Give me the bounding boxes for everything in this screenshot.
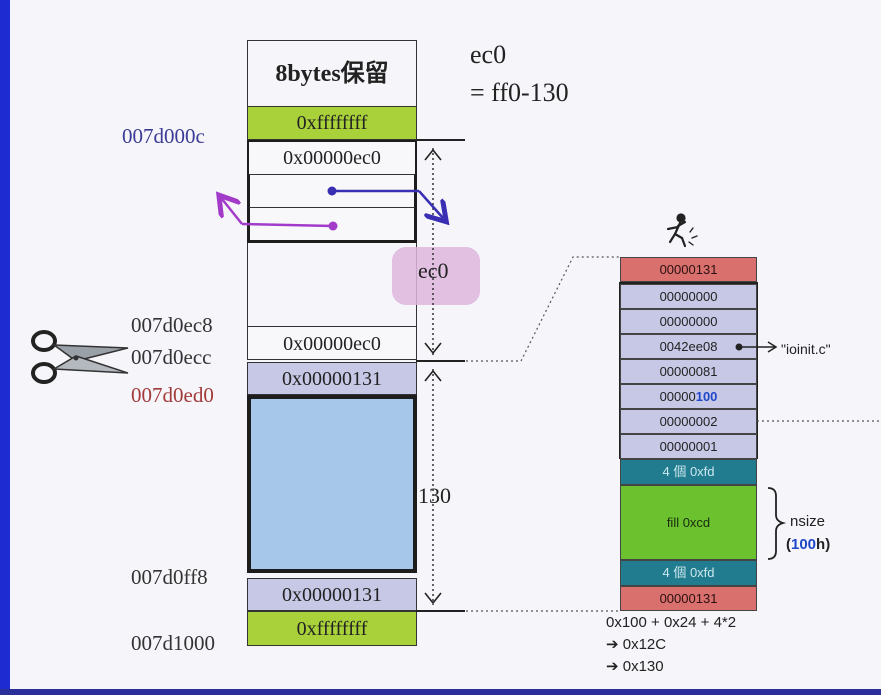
span-130-head-down [424,592,442,605]
nsize-value: (100h) [786,536,830,553]
right-cell-line: 00000081 [620,359,757,384]
memory-cell-131-top: 0x00000131 [247,362,417,395]
right-cell-size: 00000100 [620,384,757,409]
calc-line-1: 0x100 + 0x24 + 4*2 [606,614,737,631]
memory-cell-ffffffff-top: 0xffffffff [247,106,417,140]
span-ec0-head-down [424,342,442,355]
next-link-arrowhead [418,190,443,218]
right-cell-fd-bottom: 4 個 0xfd [620,560,757,586]
size-prefix: 00000 [659,389,696,404]
nsize-close: h) [816,536,831,553]
note-ff0-minus-130: = ff0-130 [470,78,569,107]
right-cell-request: 00000001 [620,434,757,459]
right-cell-131-top: 00000131 [620,257,757,282]
nsize-label: nsize [790,513,826,530]
span-130-head-up [424,369,442,382]
calc-arrow-2: ➔ [606,658,619,675]
memory-cell-ec0-bottom: 0x00000ec0 [247,326,417,360]
guide-line-top [466,256,620,362]
memory-cell-ffffffff-bottom: 0xffffffff [247,611,417,646]
calc-arrow-1: ➔ [606,636,619,653]
right-cell-filename: 0042ee08 [620,334,757,359]
nsize-open: ( [786,536,791,553]
prev-link-dot [328,221,338,231]
address-007d0ecc: 007d0ecc [131,345,212,369]
calc-line-2: ➔ 0x12C [606,634,666,656]
memory-cell-ec0-top: 0x00000ec0 [249,142,415,175]
prev-link-arrow [241,222,334,228]
calc-line-3: ➔ 0x130 [606,656,664,678]
nsize-brace [767,487,787,560]
right-cell-next: 00000000 [620,309,757,334]
header-divider [249,207,415,208]
filename-label: "ioinit.c" [781,341,831,357]
address-007d0ff8: 007d0ff8 [131,565,208,589]
span-label-130: 130 [418,483,451,508]
address-007d000c: 007d000c [122,124,205,148]
calc-value-130: 0x130 [622,658,664,675]
right-cell-131-bottom: 00000131 [620,586,757,611]
highlight-blob [392,247,480,305]
address-007d1000: 007d1000 [131,631,215,655]
scissors-icon [31,330,129,384]
user-data-block [247,395,417,573]
address-007d0ec8: 007d0ec8 [131,313,213,337]
next-link-dot [327,186,337,196]
filename-pointer-head [767,341,778,353]
stick-figure-icon [666,213,698,248]
size-highlight: 100 [695,389,718,404]
nsize-hex: 100 [791,536,817,553]
span-ec0-head-up [424,148,442,161]
right-cell-type: 00000002 [620,409,757,434]
right-cell-prev: 00000000 [620,284,757,309]
right-cell-fill: fill 0xcd [620,485,757,560]
right-cell-fd-top: 4 個 0xfd [620,459,757,485]
prev-link-arrowhead [222,199,243,225]
calc-value-12c: 0x12C [622,636,667,653]
free-space-left-border [247,243,248,326]
note-ec0: ec0 [470,40,507,69]
slide-edge-left [0,0,10,695]
reserved-header: 8bytes保留 [247,40,417,106]
address-007d0ed0: 007d0ed0 [131,383,214,407]
slide-edge-bottom [0,689,881,695]
memory-cell-131-bottom: 0x00000131 [247,578,417,611]
